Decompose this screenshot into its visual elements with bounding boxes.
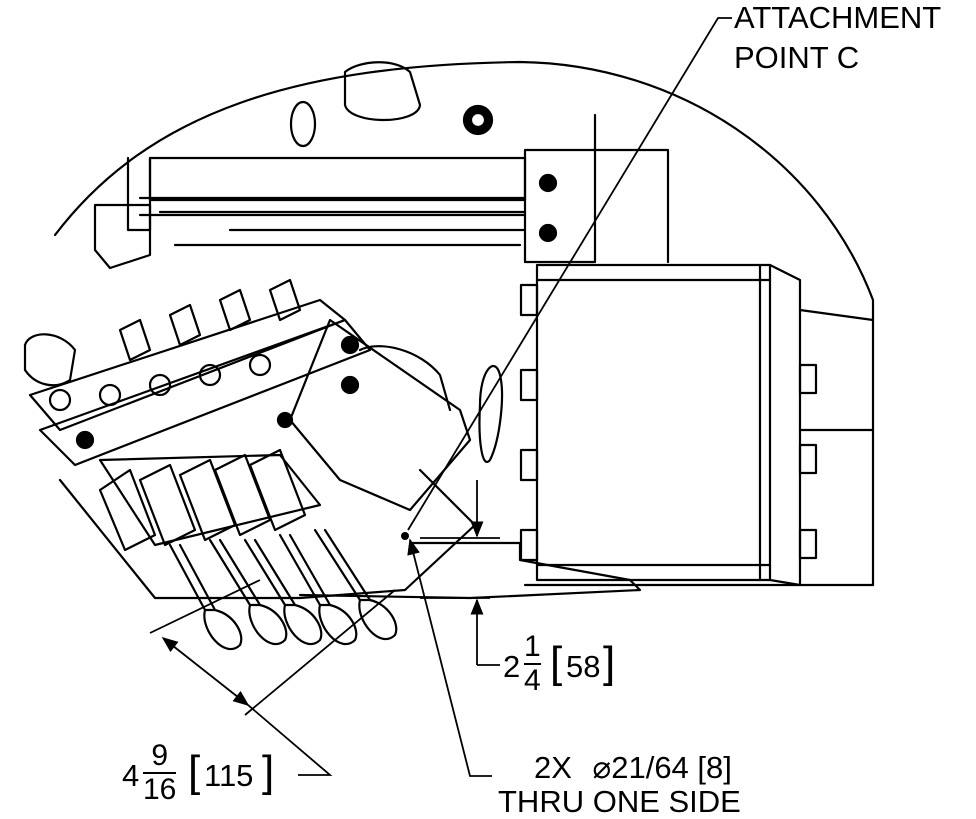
dim-left-line: [161, 636, 250, 707]
dim-right-fraction: 1 4: [524, 632, 541, 696]
dim-left-extension-a: [149, 579, 261, 634]
attachment-label-line2: POINT C: [734, 40, 860, 75]
dim-right-extension: [420, 537, 500, 599]
dim-right-metric: 58: [566, 649, 601, 684]
attachment-leader: [407, 17, 732, 531]
frame-plate-top: [148, 156, 527, 202]
mount-plate: [523, 148, 597, 264]
hole-callout-line1: 2X ⌀21/64 [8]: [534, 752, 732, 783]
diameter-icon: ⌀: [592, 750, 612, 785]
side-bolts: [519, 283, 818, 562]
valve-sections: [23, 278, 372, 547]
view-boundary-arc: [53, 60, 875, 587]
dim-left-whole: 4: [122, 758, 140, 793]
lower-bracket: [298, 541, 875, 600]
dim-right-numerator: 1: [524, 630, 541, 663]
hole-callout-line2: THRU ONE SIDE: [498, 784, 741, 819]
hole-leader: [407, 538, 492, 777]
valve-bank-housing: [58, 468, 477, 600]
dim-right-denominator: 4: [524, 664, 541, 697]
dim-right-whole: 2: [503, 649, 521, 684]
dim-left-extension-b: [244, 589, 396, 716]
dim-left-fraction: 9 16: [143, 739, 177, 806]
manifold-block: [535, 263, 772, 582]
dim-left-metric: 115: [204, 758, 254, 793]
attachment-label-line1: ATTACHMENT: [734, 0, 942, 35]
dim-left-denominator: 16: [143, 773, 177, 806]
dim-right-bracket-close: ]: [603, 638, 616, 687]
spool-blocks: [98, 448, 307, 552]
hole-qty: 2X: [534, 750, 572, 785]
hole-marker: [401, 532, 409, 540]
dim-left-numerator: 9: [151, 739, 169, 772]
dim-left-bracket-open: [: [188, 747, 201, 796]
control-handles: [168, 528, 398, 651]
hole-diameter: 21/64 [8]: [611, 750, 732, 785]
dim-left-bracket-close: ]: [262, 747, 275, 796]
dim-right-bracket-open: [: [550, 638, 563, 687]
